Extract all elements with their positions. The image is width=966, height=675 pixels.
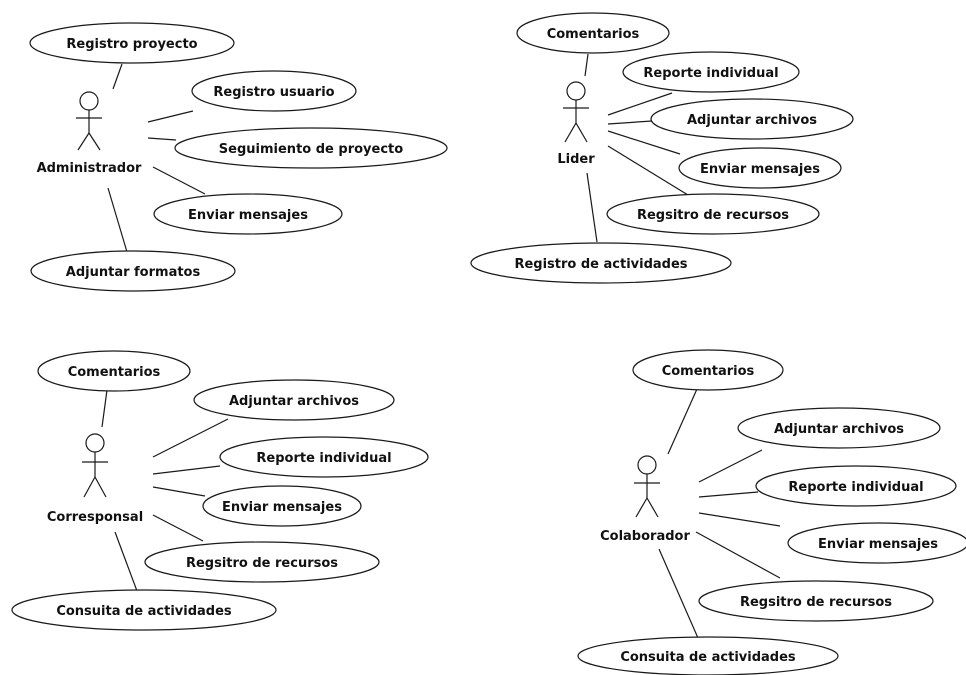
association-line — [152, 486, 206, 497]
actor-figure-icon — [563, 81, 589, 143]
use-case-consuita-actividades: Consuita de actividades — [11, 589, 277, 631]
use-case-comentarios: Comentarios — [632, 349, 784, 391]
use-case-label: Enviar mensajes — [700, 162, 820, 177]
association-line — [607, 130, 681, 155]
use-case-enviar-mensajes: Enviar mensajes — [153, 193, 343, 235]
association-line — [101, 389, 108, 428]
use-case-label: Adjuntar formatos — [66, 265, 201, 280]
association-line — [607, 92, 673, 116]
use-case-label: Consuita de actividades — [56, 604, 232, 619]
use-case-label: Reporte individual — [256, 451, 391, 466]
use-case-regsitro-recursos: Regsitro de recursos — [144, 541, 380, 583]
use-case-label: Regsitro de recursos — [637, 208, 789, 223]
use-case-enviar-mensajes: Enviar mensajes — [787, 522, 966, 564]
use-case-label: Enviar mensajes — [188, 208, 308, 223]
diagram-administrador: Administrador Registro proyecto Registro… — [29, 22, 448, 292]
use-case-label: Regsitro de recursos — [186, 556, 338, 571]
diagram-corresponsal: Corresponsal Comentarios Adjuntar archiv… — [11, 350, 429, 631]
use-case-registro-proyecto: Registro proyecto — [29, 22, 235, 64]
actor-label: Corresponsal — [47, 510, 143, 525]
diagram-colaborador: Colaborador Comentarios Adjuntar archivo… — [577, 349, 966, 675]
use-case-label: Regsitro de recursos — [740, 595, 892, 610]
use-case-label: Adjuntar archivos — [774, 422, 904, 437]
use-case-label: Enviar mensajes — [222, 500, 342, 515]
use-case-comentarios: Comentarios — [516, 12, 670, 54]
association-line — [667, 388, 698, 455]
use-case-adjuntar-formatos: Adjuntar formatos — [30, 250, 236, 292]
use-case-label: Registro usuario — [213, 85, 334, 100]
use-case-regsitro-recursos: Regsitro de recursos — [606, 193, 820, 235]
association-line — [112, 63, 123, 90]
use-case-reporte-individual: Reporte individual — [755, 465, 957, 507]
use-case-comentarios: Comentarios — [37, 350, 191, 392]
use-case-label: Comentarios — [68, 365, 161, 380]
association-line — [607, 120, 653, 125]
association-line — [607, 145, 689, 196]
use-case-label: Comentarios — [547, 27, 640, 42]
association-line — [152, 514, 204, 542]
use-case-label: Registro proyecto — [66, 37, 197, 52]
use-case-label: Seguimiento de proyecto — [219, 142, 403, 157]
use-case-enviar-mensajes: Enviar mensajes — [202, 485, 362, 527]
actor-corresponsal: Corresponsal — [47, 433, 143, 525]
actor-label: Lider — [557, 152, 595, 167]
association-line — [698, 491, 759, 498]
use-case-reporte-individual: Reporte individual — [622, 51, 800, 93]
association-line — [658, 548, 699, 639]
use-case-label: Adjuntar archivos — [229, 394, 359, 409]
use-case-adjuntar-archivos: Adjuntar archivos — [193, 379, 395, 421]
use-case-label: Reporte individual — [788, 480, 923, 495]
association-line — [152, 418, 229, 458]
use-case-reporte-individual: Reporte individual — [219, 436, 429, 478]
association-line — [698, 512, 781, 527]
actor-administrador: Administrador — [37, 91, 142, 176]
use-case-adjuntar-archivos: Adjuntar archivos — [650, 98, 854, 140]
actor-colaborador: Colaborador — [600, 455, 690, 544]
use-case-label: Registro de actividades — [514, 257, 687, 272]
use-case-seguimiento-proyecto: Seguimiento de proyecto — [174, 127, 448, 169]
use-case-registro-usuario: Registro usuario — [191, 70, 357, 112]
association-line — [584, 53, 589, 77]
association-line — [107, 187, 128, 253]
use-case-label: Adjuntar archivos — [687, 113, 817, 128]
association-line — [586, 172, 598, 243]
use-case-label: Consuita de actividades — [620, 650, 796, 665]
use-case-label: Comentarios — [662, 364, 755, 379]
association-line — [114, 531, 138, 592]
association-line — [698, 449, 763, 483]
actor-label: Colaborador — [600, 529, 690, 544]
association-line — [695, 531, 781, 579]
association-line — [147, 137, 177, 141]
actor-figure-icon — [634, 455, 660, 518]
actor-figure-icon — [76, 91, 102, 151]
use-case-registro-actividades: Registro de actividades — [470, 242, 732, 284]
use-case-regsitro-recursos: Regsitro de recursos — [698, 580, 934, 622]
association-line — [147, 110, 194, 123]
use-case-consuita-actividades: Consuita de actividades — [577, 636, 839, 675]
use-case-label: Reporte individual — [643, 66, 778, 81]
use-case-adjuntar-archivos: Adjuntar archivos — [737, 407, 941, 449]
actor-lider: Lider — [557, 81, 595, 167]
actor-label: Administrador — [37, 161, 142, 176]
association-line — [152, 166, 206, 195]
use-case-label: Enviar mensajes — [818, 537, 938, 552]
use-case-enviar-mensajes: Enviar mensajes — [678, 147, 842, 189]
association-line — [152, 465, 221, 475]
actor-figure-icon — [82, 433, 108, 498]
diagram-lider: Lider Comentarios Reporte individual Adj… — [470, 12, 854, 284]
